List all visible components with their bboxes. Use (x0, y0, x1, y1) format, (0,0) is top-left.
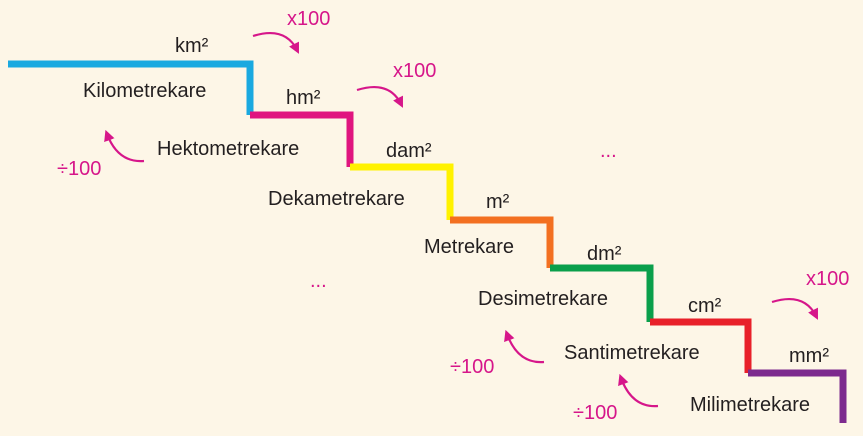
unit-symbol-km2: km² (175, 35, 209, 57)
unit-name-hektometrekare: Hektometrekare (157, 138, 299, 160)
curved-arrow-down-icon (252, 32, 299, 54)
unit-symbol-dm2: dm² (587, 243, 622, 265)
step-dam2 (350, 163, 454, 220)
step-cm2 (650, 318, 752, 373)
unit-name-santimetrekare: Santimetrekare (564, 342, 700, 364)
multiply-label: x100 (806, 268, 849, 290)
step-m2 (450, 216, 554, 268)
step-hm2 (250, 111, 354, 167)
unit-name-metrekare: Metrekare (424, 236, 514, 258)
curved-arrow-up-icon (504, 329, 545, 364)
curved-arrow-down-icon (771, 298, 818, 320)
unit-name-dekametrekare: Dekametrekare (268, 188, 405, 210)
unit-symbol-dam2: dam² (386, 140, 432, 162)
unit-symbol-hm2: hm² (286, 87, 321, 109)
ellipsis: ... (310, 270, 327, 292)
multiply-label: x100 (393, 60, 436, 82)
divide-label: ÷100 (57, 158, 101, 180)
unit-symbol-mm2: mm² (789, 345, 829, 367)
ellipsis: ... (600, 140, 617, 162)
curved-arrow-up-icon (104, 129, 145, 163)
curved-arrow-up-icon (618, 373, 659, 408)
divide-label: ÷100 (450, 356, 494, 378)
step-km2 (8, 60, 254, 115)
unit-name-milimetrekare: Milimetrekare (690, 394, 810, 416)
multiply-label: x100 (287, 8, 330, 30)
unit-symbol-m2: m² (486, 191, 510, 213)
unit-name-kilometrekare: Kilometrekare (83, 80, 206, 102)
curved-arrow-down-icon (356, 86, 403, 108)
step-mm2 (748, 369, 847, 423)
divide-label: ÷100 (573, 402, 617, 424)
unit-symbol-cm2: cm² (688, 295, 722, 317)
step-dm2 (550, 264, 654, 322)
unit-name-desimetrekare: Desimetrekare (478, 288, 608, 310)
